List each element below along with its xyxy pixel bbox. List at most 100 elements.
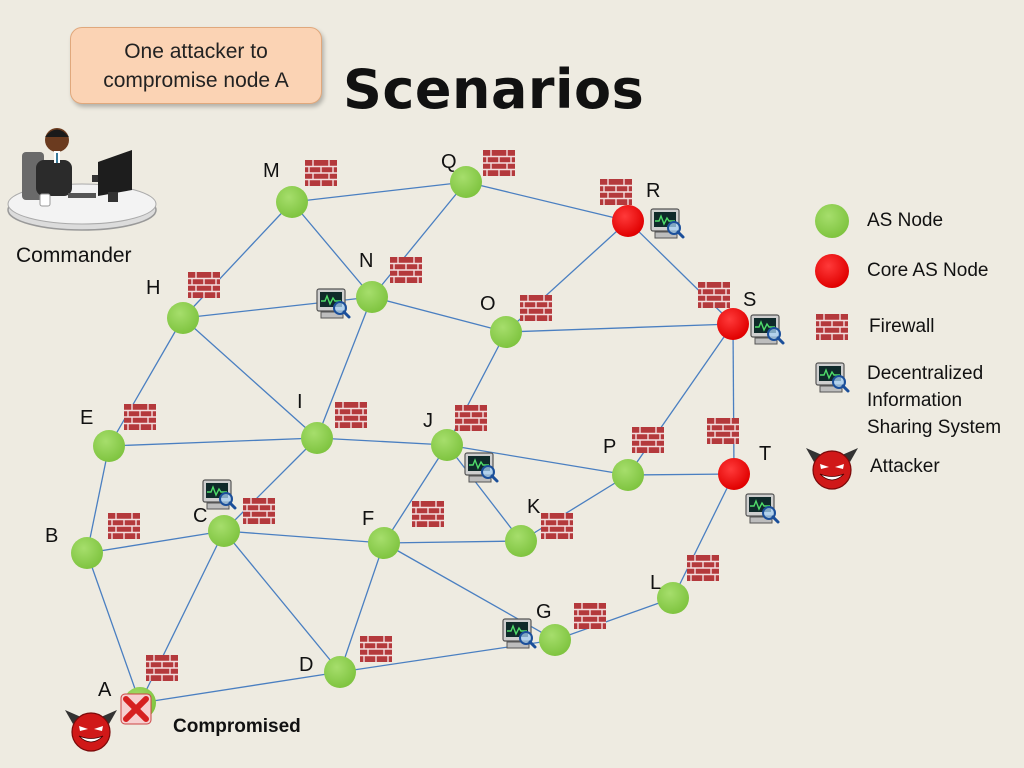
node-H[interactable]	[167, 302, 199, 334]
node-Q[interactable]	[450, 166, 482, 198]
legend-firewall-icon	[815, 313, 849, 341]
edge-O-S	[505, 323, 734, 333]
edge-F-K	[383, 540, 522, 544]
node-F[interactable]	[368, 527, 400, 559]
legend-core-as-node-icon	[815, 254, 849, 288]
legend-attacker-icon	[805, 447, 859, 490]
node-K[interactable]	[505, 525, 537, 557]
node-label-S: S	[743, 289, 757, 311]
node-C[interactable]	[208, 515, 240, 547]
edge-T-L	[672, 473, 735, 599]
node-label-K: K	[527, 496, 541, 518]
edge-I-J	[316, 437, 448, 446]
edge-M-H	[182, 201, 293, 319]
firewall-icon-B	[107, 512, 141, 540]
edge-B-A	[86, 552, 141, 704]
callout-bubble: One attacker to compromise node A	[70, 27, 322, 104]
node-G[interactable]	[539, 624, 571, 656]
node-label-H: H	[146, 277, 161, 299]
firewall-icon-I	[334, 401, 368, 429]
node-S[interactable]	[717, 308, 749, 340]
node-label-P: P	[603, 436, 617, 458]
node-label-A: A	[98, 679, 112, 701]
attacker-icon	[64, 709, 118, 752]
firewall-icon-D	[359, 635, 393, 663]
legend-core-as-node-label: Core AS Node	[867, 260, 989, 281]
legend-dis-icon	[814, 361, 850, 394]
compromised-x-icon	[120, 693, 152, 725]
node-M[interactable]	[276, 186, 308, 218]
firewall-icon-F	[411, 500, 445, 528]
sharing-system-icon-T	[744, 492, 780, 525]
firewall-icon-N	[389, 256, 423, 284]
node-N[interactable]	[356, 281, 388, 313]
node-label-B: B	[45, 525, 59, 547]
node-label-C: C	[193, 505, 208, 527]
node-O[interactable]	[490, 316, 522, 348]
firewall-icon-O	[519, 294, 553, 322]
edge-S-T	[732, 323, 735, 475]
node-I[interactable]	[301, 422, 333, 454]
callout-line-2: compromise node A	[103, 68, 289, 92]
edge-C-D	[223, 530, 341, 673]
firewall-icon-S	[697, 281, 731, 309]
edge-J-F	[383, 444, 448, 544]
node-label-M: M	[263, 160, 280, 182]
node-T[interactable]	[718, 458, 750, 490]
firewall-icon-C	[242, 497, 276, 525]
firewall-icon-Q	[482, 149, 516, 177]
node-label-D: D	[299, 654, 314, 676]
edge-C-B	[86, 530, 225, 554]
firewall-icon-P	[631, 426, 665, 454]
page-title: Scenarios	[343, 58, 645, 121]
firewall-icon-K	[540, 512, 574, 540]
edge-E-I	[108, 437, 318, 447]
edge-I-C	[223, 437, 318, 532]
legend-dis-line-2: Information	[867, 390, 963, 411]
node-B[interactable]	[71, 537, 103, 569]
sharing-system-icon-J	[463, 451, 499, 484]
node-J[interactable]	[431, 429, 463, 461]
compromised-label: Compromised	[173, 716, 301, 737]
sharing-system-icon-S	[749, 313, 785, 346]
commander-label: Commander	[16, 244, 132, 267]
firewall-icon-A	[145, 654, 179, 682]
edge-J-P	[446, 444, 629, 476]
edge-C-F	[223, 530, 385, 544]
firewall-icon-G	[573, 602, 607, 630]
node-label-T: T	[759, 443, 772, 465]
sharing-system-icon-R	[649, 207, 685, 240]
edge-G-L	[554, 597, 674, 641]
edge-M-N	[291, 201, 373, 298]
node-label-G: G	[536, 601, 552, 623]
node-D[interactable]	[324, 656, 356, 688]
node-label-Q: Q	[441, 151, 457, 173]
firewall-icon-R	[599, 178, 633, 206]
edge-A-D	[139, 671, 341, 704]
sharing-systems	[201, 207, 785, 650]
node-label-O: O	[480, 293, 496, 315]
node-label-I: I	[297, 391, 303, 413]
node-R[interactable]	[612, 205, 644, 237]
node-label-L: L	[650, 572, 662, 594]
firewall-icon-T	[706, 417, 740, 445]
firewall-icon-H	[187, 271, 221, 299]
edge-H-E	[108, 317, 184, 447]
legend-dis-label: Decentralized Information Sharing System	[867, 360, 1001, 441]
firewall-icon-L	[686, 554, 720, 582]
edge-F-D	[339, 542, 385, 673]
callout-line-1: One attacker to	[124, 39, 268, 63]
firewall-icon-J	[454, 404, 488, 432]
edge-N-O	[371, 296, 507, 333]
legend-as-node-label: AS Node	[867, 210, 944, 231]
edge-M-Q	[291, 181, 467, 203]
node-label-R: R	[646, 180, 661, 202]
sharing-system-icon-G	[501, 617, 537, 650]
node-P[interactable]	[612, 459, 644, 491]
node-E[interactable]	[93, 430, 125, 462]
node-L[interactable]	[657, 582, 689, 614]
sharing-system-icon-C	[201, 478, 237, 511]
firewall-icon-E	[123, 403, 157, 431]
edge-E-B	[86, 445, 110, 554]
legend-as-node-icon	[815, 204, 849, 238]
